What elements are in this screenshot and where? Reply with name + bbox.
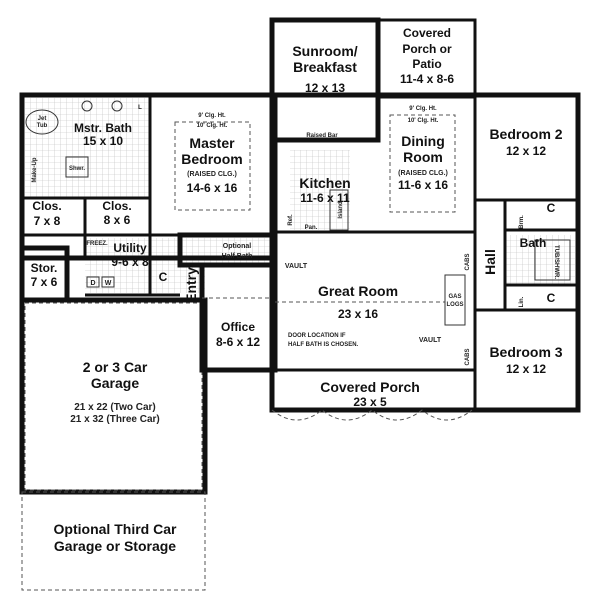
svg-text:CABS: CABS <box>465 348 471 365</box>
svg-text:7 x 8: 7 x 8 <box>34 214 61 228</box>
washer <box>101 276 115 288</box>
svg-text:C: C <box>547 201 556 215</box>
svg-text:(RAISED CLG.): (RAISED CLG.) <box>398 170 448 177</box>
sink-icon <box>81 100 93 112</box>
svg-text:12 x 12: 12 x 12 <box>506 362 546 376</box>
svg-text:DOOR LOCATION IF: DOOR LOCATION IF <box>288 333 346 339</box>
fireplace <box>444 274 466 326</box>
svg-text:Ref.: Ref. <box>288 214 294 226</box>
covered-porch-label: Covered Porch <box>320 379 420 395</box>
svg-text:11-6 x 11: 11-6 x 11 <box>300 191 350 205</box>
svg-text:14-6 x 16: 14-6 x 16 <box>187 181 238 195</box>
sunroom-walls <box>269 17 381 143</box>
svg-text:W: W <box>105 280 112 287</box>
svg-text:FREEZ.: FREEZ. <box>86 241 108 247</box>
porch-arches <box>271 409 473 421</box>
stor-label: Stor. <box>31 261 58 275</box>
garage-walls <box>19 297 208 495</box>
svg-text:10' Clg. Ht.: 10' Clg. Ht. <box>197 123 228 129</box>
svg-text:Half Bath: Half Bath <box>222 253 253 260</box>
kitchen-label: Kitchen <box>299 175 350 191</box>
sunroom-label: Sunroom/Breakfast <box>292 43 357 75</box>
bedroom2-label: Bedroom 2 <box>489 126 562 142</box>
svg-text:Brm.: Brm. <box>519 215 525 229</box>
main-block-walls <box>269 92 581 413</box>
svg-text:8-6 x 12: 8-6 x 12 <box>216 335 260 349</box>
svg-text:23 x 5: 23 x 5 <box>353 395 387 409</box>
svg-text:C: C <box>547 291 556 305</box>
dining-raised-ceiling <box>389 114 456 213</box>
svg-text:C: C <box>159 270 168 284</box>
svg-text:LOGS: LOGS <box>446 302 463 308</box>
office-label: Office <box>221 320 255 334</box>
svg-text:11-6 x 16: 11-6 x 16 <box>398 178 448 192</box>
svg-text:VAULT: VAULT <box>419 337 442 344</box>
jet-tub <box>25 109 59 135</box>
svg-text:CABS: CABS <box>465 253 471 270</box>
bedroom3-label: Bedroom 3 <box>489 344 562 360</box>
clos2-label: Clos. <box>102 199 131 213</box>
tub <box>534 239 571 281</box>
island <box>329 189 349 231</box>
svg-text:12 x 12: 12 x 12 <box>506 144 546 158</box>
svg-text:(RAISED CLG.): (RAISED CLG.) <box>187 171 237 178</box>
svg-text:VAULT: VAULT <box>285 263 308 270</box>
svg-text:Make-Up: Make-Up <box>32 157 38 182</box>
svg-text:21 x 32 (Three Car): 21 x 32 (Three Car) <box>70 414 160 425</box>
dryer <box>86 276 100 288</box>
svg-text:9-6 x 8: 9-6 x 8 <box>111 255 149 269</box>
svg-text:Shwr.: Shwr. <box>69 166 85 172</box>
svg-text:8 x 6: 8 x 6 <box>104 213 131 227</box>
mstr-bath-label: Mstr. Bath <box>74 121 132 135</box>
great-room-label: Great Room <box>318 283 398 299</box>
svg-text:9' Clg. Ht.: 9' Clg. Ht. <box>198 113 226 119</box>
master-raised-ceiling <box>174 121 251 211</box>
svg-text:10' Clg. Ht.: 10' Clg. Ht. <box>408 118 439 124</box>
office-walls <box>199 262 278 373</box>
utility-label: Utility <box>113 241 147 255</box>
svg-text:Raised Bar: Raised Bar <box>306 133 338 139</box>
clos1-label: Clos. <box>32 199 61 213</box>
patio-size: 11-4 x 8-6 <box>400 72 454 86</box>
svg-text:Pan.: Pan. <box>305 225 318 231</box>
entry-label: Entry <box>183 267 199 303</box>
sunroom-size: 12 x 13 <box>305 81 345 95</box>
svg-text:HALF BATH IS CHOSEN.: HALF BATH IS CHOSEN. <box>288 342 359 348</box>
svg-text:D: D <box>90 280 95 287</box>
mstr-bath-size: 15 x 10 <box>83 134 123 148</box>
svg-text:Lin.: Lin. <box>519 296 525 307</box>
svg-text:7 x 6: 7 x 6 <box>31 275 58 289</box>
svg-text:9' Clg. Ht.: 9' Clg. Ht. <box>409 106 437 112</box>
svg-text:L: L <box>138 105 142 111</box>
svg-text:21 x 22 (Two Car): 21 x 22 (Two Car) <box>74 402 156 413</box>
svg-text:TUB/SHWR.: TUB/SHWR. <box>553 245 559 279</box>
third-car-outline <box>21 491 206 591</box>
garage-door-outline <box>24 302 203 491</box>
hall-label: Hall <box>482 249 498 275</box>
svg-text:GAS: GAS <box>448 294 461 300</box>
sink-icon <box>111 100 123 112</box>
svg-text:23 x 16: 23 x 16 <box>338 307 378 321</box>
stor-walls <box>19 245 70 303</box>
svg-text:Island: Island <box>338 201 344 219</box>
shower <box>65 156 89 178</box>
svg-text:Optional: Optional <box>223 243 251 250</box>
bath-label: Bath <box>520 236 547 250</box>
